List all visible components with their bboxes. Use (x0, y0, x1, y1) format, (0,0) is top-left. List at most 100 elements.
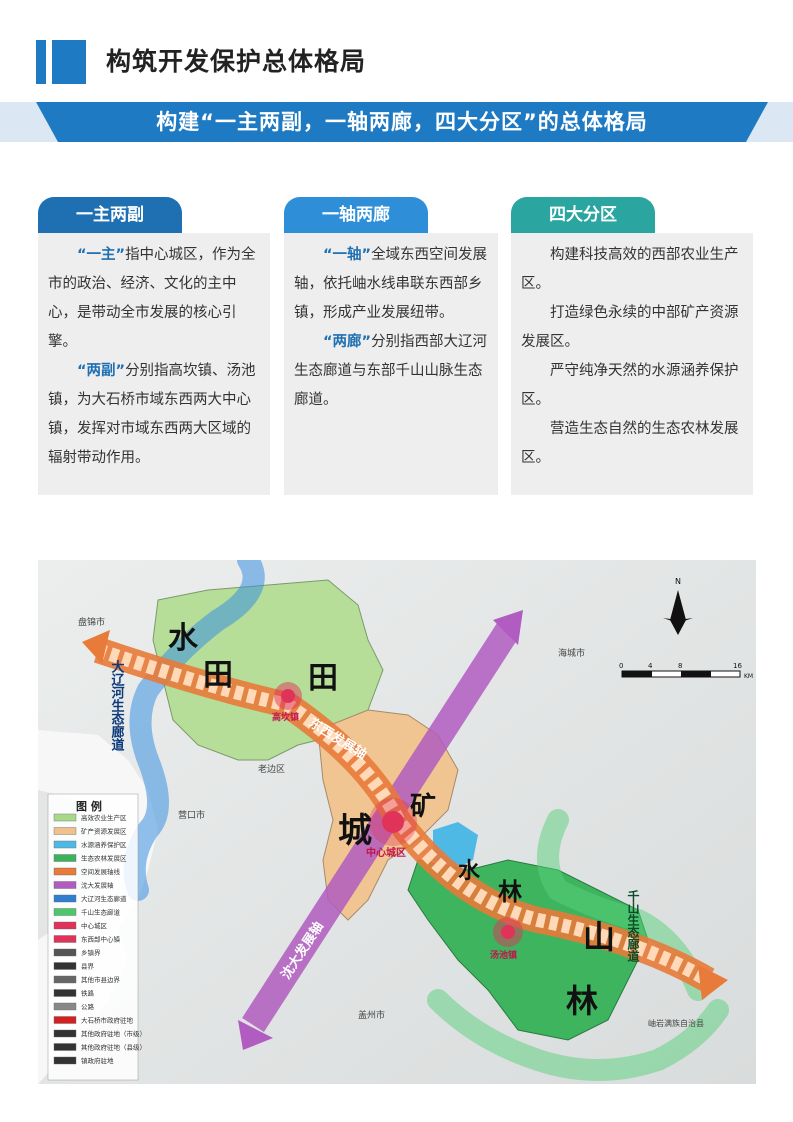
legend-label: 沈大发展轴 (81, 881, 114, 890)
legend-label: 公路 (81, 1002, 95, 1011)
legend-label: 空间发展轴线 (81, 867, 121, 876)
legend-label: 东西部中心镇 (81, 935, 121, 944)
map-char: 林 (498, 878, 522, 906)
card1-paragraph-2: “两副”分别指高坎镇、汤池镇，为大石桥市域东西两大中心镇，发挥对市域东西两大区域… (48, 357, 260, 473)
tab-one-axis-two-corridors: 一轴两廊 (284, 197, 428, 233)
legend-swatch (53, 989, 77, 997)
legend-label: 矿产资源发展区 (81, 827, 127, 836)
north-label: N (675, 577, 681, 586)
zone-item: 构建科技高效的西部农业生产区。 (521, 247, 739, 292)
zone-item: 营造生态自然的生态农林发展区。 (521, 421, 739, 466)
card1-paragraph-1: “一主”指中心城区，作为全市的政治、经济、文化的主中心，是带动全市发展的核心引擎… (48, 241, 260, 357)
label-panjin: 盘锦市 (78, 616, 105, 628)
legend-label: 生态农林发展区 (81, 854, 127, 863)
legend-swatch (53, 1043, 77, 1051)
map-char: 林 (566, 982, 598, 1020)
legend-label: 县界 (81, 963, 95, 971)
banner-title: 构建“一主两副，一轴两廊，四大分区”的总体格局 (156, 110, 648, 134)
banner (58, 102, 746, 142)
legend-swatch (53, 1056, 77, 1065)
card-one-axis-two-corridors: “一轴”全域东西空间发展轴，依托岫水线串联东西部乡镇，形成产业发展纽带。 “两廊… (284, 233, 498, 495)
legend-label: 其他政府驻地（市级） (81, 1029, 146, 1038)
legend-label: 中心城区 (81, 921, 108, 930)
legend-label: 千山生态廊道 (81, 908, 121, 917)
scale-bar: 0 4 8 16 KM (619, 662, 753, 680)
overall-pattern-map: 盘锦市 海城市 老边区 营口市 盖州市 岫岩满族自治县 高坎镇 中心城区 汤池镇… (38, 560, 756, 1084)
banner-notch-right (746, 102, 768, 142)
legend-label: 高效农业生产区 (81, 813, 127, 822)
tangchi-town-marker (501, 925, 515, 939)
legend-label: 镇政府驻地 (81, 1056, 114, 1065)
scale-tick: 0 (619, 662, 623, 670)
north-arrow-icon: N (663, 577, 693, 635)
legend-swatch (53, 1002, 77, 1011)
legend-swatch (53, 962, 77, 970)
header-bar-thick (52, 40, 86, 84)
header-bar-thin (36, 40, 46, 84)
card2-highlight-1: “一轴” (323, 247, 372, 263)
legend-swatch (53, 1016, 77, 1024)
map-legend: 图 例 高效农业生产区矿产资源发展区水源涵养保护区生态农林发展区空间发展轴线沈大… (47, 793, 146, 1081)
legend-swatch (53, 921, 77, 930)
card2-text-1: 全域东西空间发展轴，依托岫水线串联东西部乡镇，形成产业发展纽带。 (294, 247, 488, 321)
map-char: 城 (338, 811, 372, 851)
legend-swatch (53, 827, 77, 835)
legend-swatch (53, 813, 77, 822)
shenda-arrow-ne (493, 610, 523, 645)
label-haicheng: 海城市 (558, 647, 585, 659)
banner-notch-left (36, 102, 58, 142)
legend-swatch (53, 881, 77, 889)
label-daliao-corridor: 大辽河生态廊道 (109, 659, 125, 752)
ew-arrow-west (82, 630, 110, 664)
legend-label: 乡镇界 (81, 948, 101, 957)
map-char: 田 (308, 661, 338, 696)
daliao-river-corridor (123, 560, 265, 901)
shenda-arrow-sw (238, 1020, 273, 1050)
map-char: 水 (168, 621, 199, 656)
map-char: 矿 (410, 791, 436, 822)
scale-tick: 4 (648, 662, 653, 670)
legend-swatch (53, 894, 77, 903)
gaokan-town-marker (281, 689, 295, 703)
zone-item: 严守纯净天然的水源涵养保护区。 (521, 363, 739, 408)
legend-label: 水源涵养保护区 (81, 840, 127, 849)
card2-highlight-2: “两廊” (323, 334, 372, 350)
legend-swatch (53, 1029, 77, 1038)
legend-swatch (53, 935, 77, 943)
tab-four-zones: 四大分区 (511, 197, 655, 233)
map-char: 水 (458, 859, 481, 884)
scale-unit: KM (744, 673, 753, 680)
legend-title: 图 例 (76, 799, 102, 813)
label-qianshan-corridor: 千山生态廊道 (626, 889, 640, 963)
label-yingkou: 营口市 (178, 809, 205, 821)
label-center-city: 中心城区 (366, 846, 406, 859)
card1-highlight-1: “一主” (77, 247, 126, 263)
label-tangchi: 汤池镇 (490, 949, 517, 961)
card-one-main-two-sub: “一主”指中心城区，作为全市的政治、经济、文化的主中心，是带动全市发展的核心引擎… (38, 233, 270, 495)
label-gaokan: 高坎镇 (272, 711, 299, 723)
card2-paragraph-2: “两廊”分别指西部大辽河生态廊道与东部千山山脉生态廊道。 (294, 328, 488, 415)
legend-swatch (53, 854, 77, 862)
card1-highlight-2: “两副” (77, 363, 126, 379)
legend-label: 其他政府驻地（县级） (81, 1043, 146, 1052)
ew-arrow-east (698, 965, 728, 1000)
shenda-axis (242, 622, 519, 1033)
card1-text-1: 指中心城区，作为全市的政治、经济、文化的主中心，是带动全市发展的核心引擎。 (48, 247, 256, 350)
label-xiuyan: 岫岩满族自治县 (648, 1018, 704, 1028)
page-title: 构筑开发保护总体格局 (106, 47, 367, 76)
tab-one-main-two-sub: 一主两副 (38, 197, 182, 233)
center-city-marker (382, 811, 404, 833)
card2-text-2: 分别指西部大辽河生态廊道与东部千山山脉生态廊道。 (294, 334, 488, 408)
label-gaizhou: 盖州市 (358, 1009, 385, 1021)
legend-label: 大辽河生态廊道 (81, 894, 127, 903)
legend-swatch (53, 840, 77, 849)
scale-tick: 8 (678, 662, 682, 670)
header-decoration (36, 40, 92, 84)
map-char: 田 (203, 658, 233, 693)
card-four-zones: 构建科技高效的西部农业生产区。 打造绿色永续的中部矿产资源发展区。 严守纯净天然… (511, 233, 753, 495)
label-laobian: 老边区 (258, 763, 285, 775)
map-char: 山 (583, 918, 615, 956)
card1-text-2: 分别指高坎镇、汤池镇，为大石桥市域东西两大中心镇，发挥对市域东西两大区域的辐射带… (48, 363, 256, 466)
legend-swatch (53, 867, 77, 876)
legend-swatch (53, 908, 77, 916)
